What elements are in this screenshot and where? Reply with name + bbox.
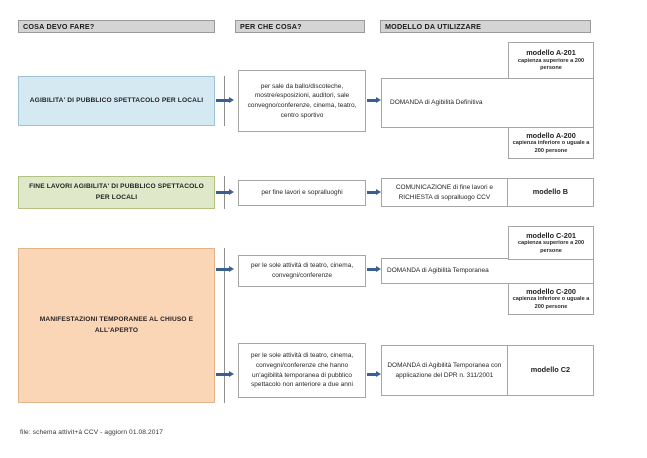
category-box-manifestazioni-temporanee[interactable]: MANIFESTAZIONI TEMPORANEE AL CHIUSO E AL…: [18, 248, 215, 403]
arrow-row1-purpose-to-request: [367, 97, 381, 104]
column-header-per-che-cosa: PER CHE COSA?: [235, 20, 365, 33]
model-subtitle-c201: capienza superiore a 200 persone: [517, 240, 585, 254]
model-title-c201: modello C-201: [526, 230, 576, 240]
model-box-b: modello B: [532, 187, 569, 197]
model-subtitle-c200: capienza inferiore o uguale a 200 person…: [512, 296, 590, 310]
request-box-comunicazione-fine-lavori: COMUNICAZIONE di fine lavori e RICHIESTA…: [382, 179, 508, 206]
arrow-row2-purpose-to-request: [367, 189, 381, 196]
purpose-box-fine-lavori[interactable]: per fine lavori e sopralluoghi: [238, 180, 366, 206]
model-box-a201[interactable]: modello A-201 capienza superiore a 200 p…: [508, 42, 594, 79]
model-title-c200: modello C-200: [526, 286, 576, 296]
category-box-agibilita-locali[interactable]: AGIBILITA' DI PUBBLICO SPETTACOLO PER LO…: [18, 76, 215, 126]
arrow-row3a-category-to-purpose: [216, 266, 234, 273]
model-box-c200[interactable]: modello C-200 capienza inferiore o ugual…: [508, 283, 594, 315]
model-subtitle-a201: capienza superiore a 200 persone: [517, 57, 585, 72]
request-box-agibilita-temporanea-dpr: DOMANDA di Agibilità Temporanea con appl…: [382, 346, 508, 395]
request-box-agibilita-temporanea[interactable]: DOMANDA di Agibilità Temporanea: [381, 258, 594, 284]
column-header-modello-da-utilizzare: MODELLO DA UTILIZZARE: [380, 20, 591, 33]
column-header-cosa-devo-fare: COSA DEVO FARE?: [18, 20, 215, 33]
model-title-a201: modello A-201: [526, 48, 576, 58]
arrow-row2-category-to-purpose: [216, 189, 234, 196]
purpose-box-temporanea-pregressa[interactable]: per le sole attività di teatro, cinema, …: [238, 343, 366, 398]
model-title-a200: modello A-200: [526, 130, 576, 140]
request-model-split-temporanea-dpr[interactable]: DOMANDA di Agibilità Temporanea con appl…: [381, 345, 594, 396]
request-model-split-fine-lavori[interactable]: COMUNICAZIONE di fine lavori e RICHIESTA…: [381, 178, 594, 207]
arrow-row3b-purpose-to-request: [367, 371, 381, 378]
model-box-c2: modello C2: [530, 365, 571, 375]
column-divider-rule-row3: [224, 248, 225, 403]
arrow-row3a-purpose-to-request: [367, 266, 381, 273]
arrow-row1-category-to-purpose: [216, 97, 234, 104]
model-box-a200[interactable]: modello A-200 capienza inferiore o ugual…: [508, 127, 594, 159]
model-subtitle-a200: capienza inferiore o uguale a 200 person…: [512, 140, 590, 154]
footer-file-note: file: schema attivit+á CCV - aggiorn 01.…: [20, 429, 164, 436]
model-box-c201[interactable]: modello C-201 capienza superiore a 200 p…: [508, 226, 594, 260]
request-box-agibilita-definitiva[interactable]: DOMANDA di Agibilità Definitiva: [381, 78, 594, 128]
purpose-box-temporanea-sole-attivita[interactable]: per le sole attività di teatro, cinema, …: [238, 255, 366, 287]
purpose-box-agibilita-locali[interactable]: per sale da ballo/discoteche, mostre/esp…: [238, 70, 366, 132]
arrow-row3b-category-to-purpose: [216, 371, 234, 378]
category-box-fine-lavori[interactable]: FINE LAVORI AGIBILITA' DI PUBBLICO SPETT…: [18, 176, 215, 209]
